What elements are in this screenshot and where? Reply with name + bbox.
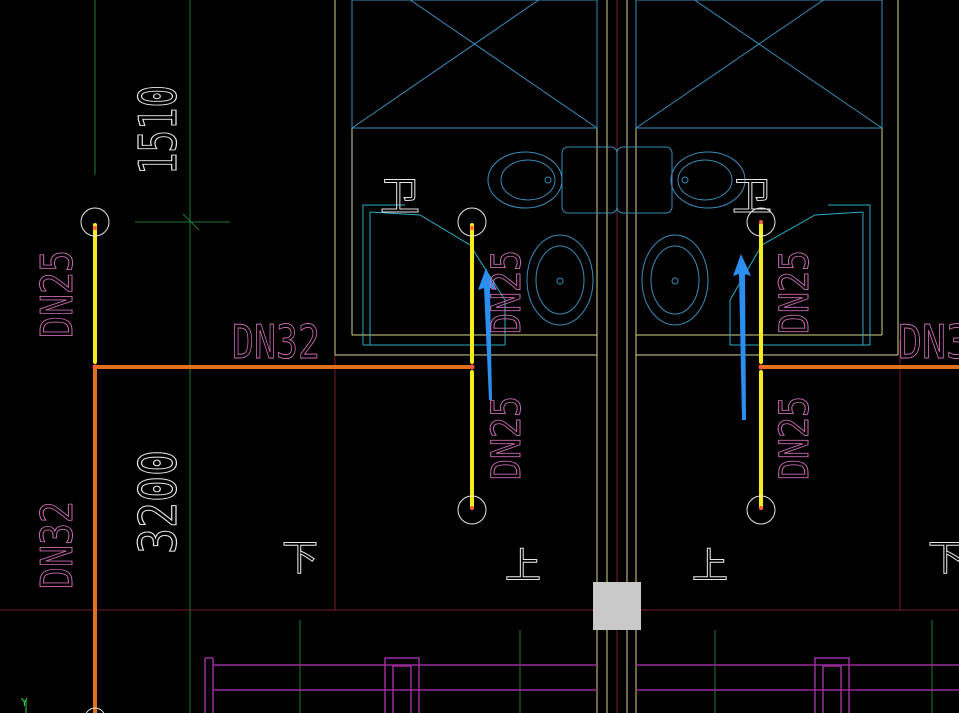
- riser-circle-center-bottom[interactable]: [457, 495, 487, 525]
- stair-label-up-center-right: 上: [692, 546, 728, 587]
- arrow-right: [733, 254, 751, 420]
- room-label-left-toilet: 卫: [380, 174, 420, 220]
- shafts: [351, 0, 883, 129]
- ucs-axis-indicator: Y: [20, 696, 28, 713]
- label-right-riser-upper: DN25: [772, 250, 818, 334]
- label-left-vertical-bottom: DN32: [32, 501, 83, 589]
- label-center-riser-upper: DN25: [484, 250, 530, 334]
- stair-label-down-right: 下: [928, 538, 959, 579]
- grid-green-tick-diag: [182, 213, 200, 231]
- stair-label-down-left: 下: [282, 538, 318, 579]
- arrow-left: [478, 268, 496, 400]
- label-right-riser-lower: DN25: [772, 396, 818, 480]
- basin-left: [526, 234, 594, 326]
- riser-circle-left-top[interactable]: [80, 207, 110, 237]
- toilet-left: [487, 146, 618, 214]
- fixtures: [362, 146, 871, 346]
- room-label-right-toilet: 卫: [732, 174, 772, 220]
- toilet-right: [616, 146, 746, 214]
- label-center-riser-lower: DN25: [484, 396, 530, 480]
- label-main-horizontal-left: DN32: [232, 315, 320, 369]
- riser-symbols: [80, 207, 776, 713]
- riser-circle-right-bottom[interactable]: [746, 495, 776, 525]
- column-block: [593, 582, 641, 630]
- label-left-vertical-top: DN25: [32, 250, 83, 338]
- pipe-labels: DN25 DN32 DN32 DN3 DN25 DN25 DN25 DN25: [32, 250, 959, 590]
- bottom-walls: [204, 657, 959, 713]
- riser-circle-center-top[interactable]: [457, 207, 487, 237]
- dimension-top: 1510: [129, 85, 189, 175]
- riser-circle-left-bottom[interactable]: [85, 707, 105, 713]
- annotation-arrows: [478, 254, 751, 420]
- riser-dots: [92, 220, 764, 510]
- stair-label-up-center-left: 上: [505, 546, 541, 587]
- axis-label-y: Y: [20, 696, 28, 709]
- stair-labels: 下 上 上 下: [282, 538, 959, 588]
- basin-right: [641, 234, 709, 326]
- riser-circle-right-top[interactable]: [746, 207, 776, 237]
- dimension-middle: 3200: [129, 450, 189, 554]
- shaft-left: [351, 0, 598, 129]
- pipes: [93, 223, 959, 713]
- room-labels: 卫 卫: [380, 174, 773, 221]
- label-main-horizontal-right: DN3: [898, 315, 959, 369]
- shaft-right: [635, 0, 883, 129]
